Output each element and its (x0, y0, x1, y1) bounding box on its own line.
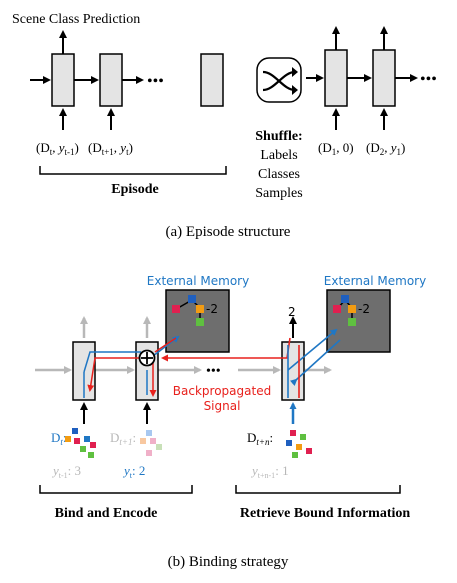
output-value: 2 (288, 305, 296, 319)
external-memory-label-left: External Memory (147, 274, 249, 288)
y-t-label: yt: 2 (122, 463, 145, 480)
right-input-label-1: (D1, 0) (318, 140, 354, 157)
add-operator-icon (138, 349, 156, 367)
backprop-label-line2: Signal (204, 399, 241, 413)
bind-encode-label: Bind and Encode (55, 506, 158, 521)
memory-value-right: -2 (358, 302, 370, 316)
retrieve-bracket (235, 485, 401, 494)
rnn-cell-right-1 (324, 49, 348, 107)
shuffle-icon (256, 57, 302, 103)
input-label-1: (Dt, yt-1) (36, 140, 79, 157)
sample-image-d-t (65, 428, 96, 458)
read-path-blue-2 (287, 328, 338, 371)
backprop-path-main (161, 337, 291, 362)
right-input-label-2: (D2, y1) (366, 140, 405, 157)
ellipsis-a: ••• (147, 73, 164, 90)
read-path-blue-3 (289, 339, 341, 386)
memory-value-left: -2 (206, 302, 218, 316)
caption-b: (b) Binding strategy (168, 554, 289, 570)
panel-b: External Memory External Memory -2 -2 (35, 274, 426, 570)
backprop-memory-link (154, 337, 177, 353)
y-tn1-label: yt+n-1: 1 (250, 463, 289, 480)
retrieve-label: Retrieve Bound Information (240, 506, 411, 521)
episode-bracket (39, 166, 227, 175)
shuffle-classes: Classes (258, 167, 300, 182)
d-t1-label: Dt+1: (110, 430, 136, 447)
write-path-blue-3 (83, 351, 141, 373)
shuffle-labels: Labels (260, 148, 297, 163)
ellipsis-b: ••• (206, 364, 221, 379)
backprop-label-line1: Backpropagated (173, 384, 271, 398)
rnn-cell-2 (99, 53, 123, 107)
external-memory-label-right: External Memory (324, 274, 426, 288)
rnn-cell-last (200, 53, 224, 107)
cell-b-3 (281, 341, 305, 401)
scene-class-title: Scene Class Prediction (12, 12, 140, 27)
shuffle-samples: Samples (255, 186, 302, 201)
sample-image-d-tn (286, 430, 312, 458)
bind-bracket (39, 485, 193, 494)
shuffle-title: Shuffle: (255, 129, 302, 144)
caption-a: (a) Episode structure (166, 224, 291, 240)
backprop-path-to-cell1 (87, 357, 140, 392)
input-label-2: (Dt+1, yt) (88, 140, 133, 157)
sample-image-d-t1 (140, 430, 162, 456)
d-tn-label: Dt+n: (247, 430, 273, 447)
d-t-label: Dt: (51, 430, 67, 447)
rnn-cell-1 (51, 53, 75, 107)
episode-label: Episode (111, 182, 158, 197)
external-memory-left: -2 (165, 289, 230, 353)
panel-a: Scene Class Prediction ••• (Dt, yt-1) (D… (12, 12, 437, 240)
ellipsis-a-right: ••• (420, 71, 437, 88)
rnn-cell-right-2 (372, 49, 396, 107)
y-t-minus-1-label: yt-1: 3 (51, 463, 81, 480)
